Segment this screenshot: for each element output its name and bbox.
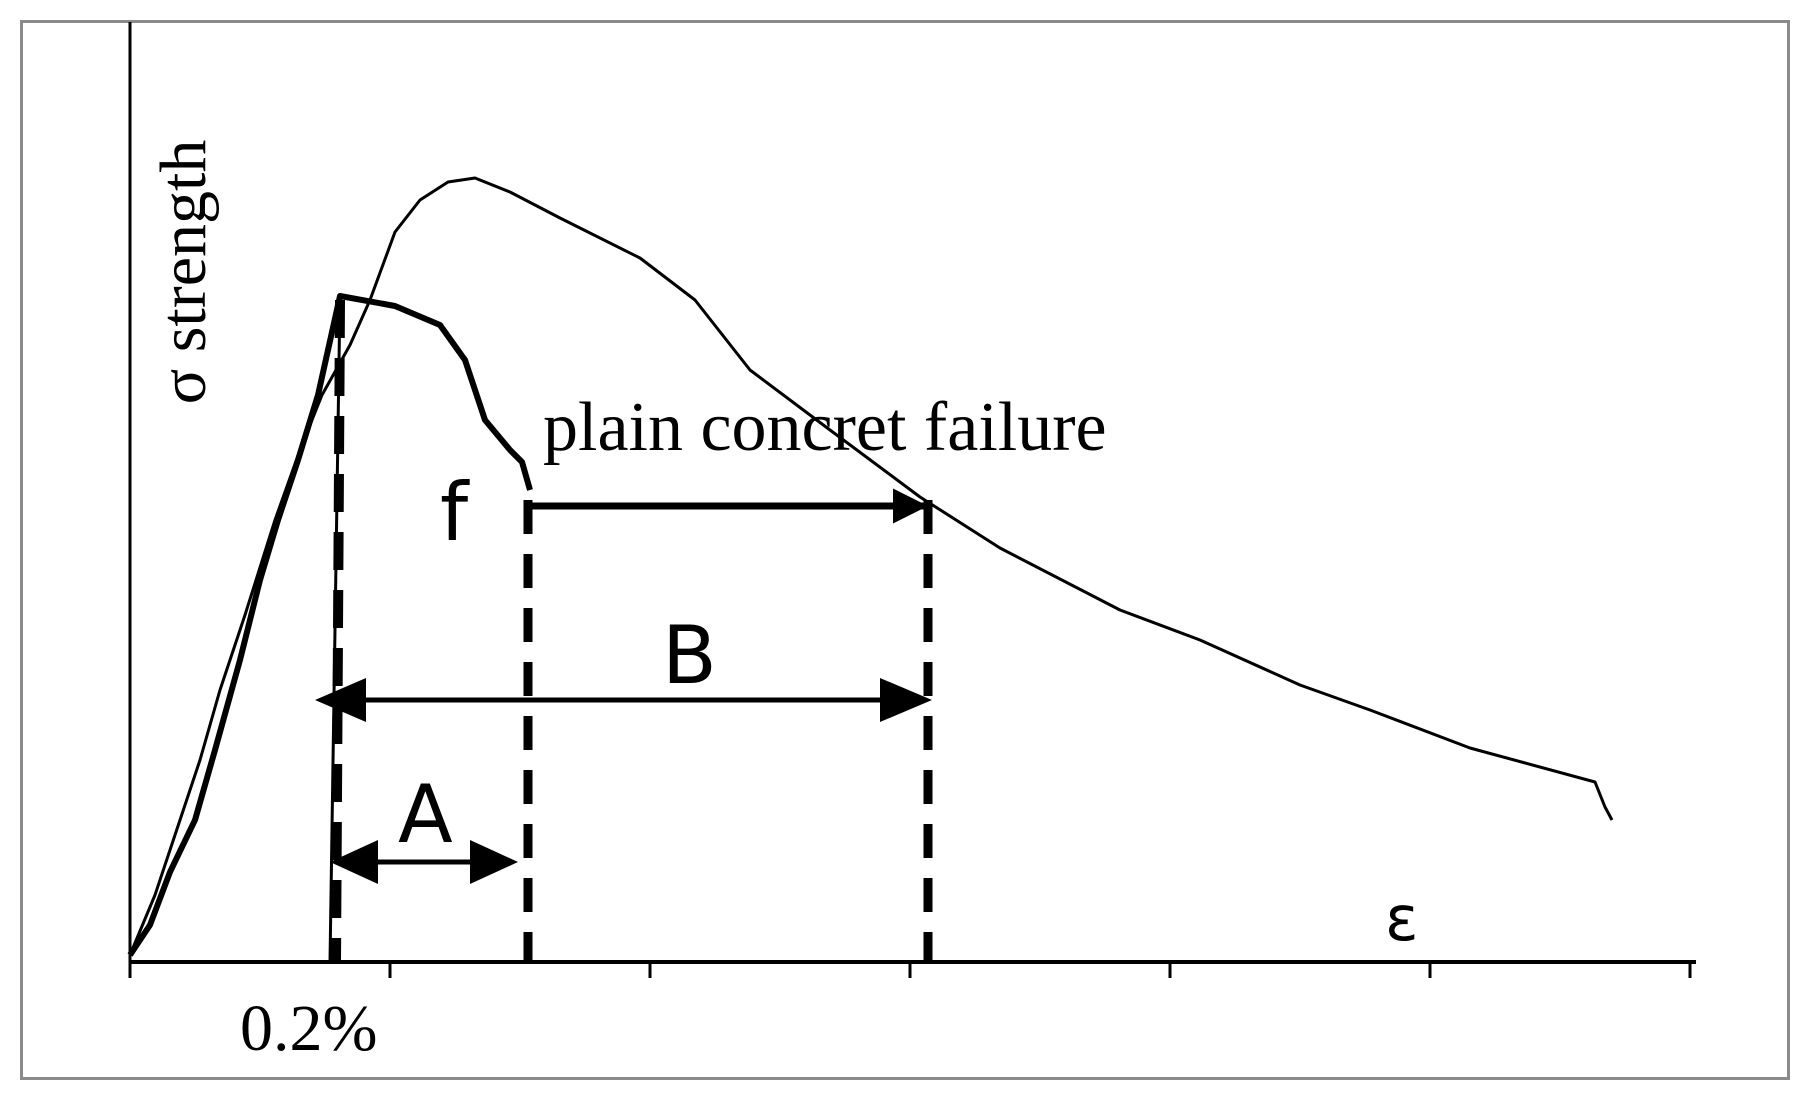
x-axis-ticks [128,962,1692,978]
point-f-label: f [440,466,470,559]
elastic-limit-line [328,295,342,963]
span-a-label: A [398,768,453,861]
curve-label: plain concret failure [543,389,1107,466]
span-a-arrow [330,840,518,884]
plain-concrete-curve [127,293,533,957]
y-axis-label: σ strength [147,140,220,405]
fiber-concrete-curve [128,176,1614,956]
figure-frame [20,20,1790,1080]
x-axis-symbol: ε [1385,882,1419,955]
span-b-arrow [315,678,932,722]
span-b-label: B [662,609,717,702]
elastic-limit-dashed [331,299,345,963]
x-tick-label: 0.2% [240,992,377,1065]
